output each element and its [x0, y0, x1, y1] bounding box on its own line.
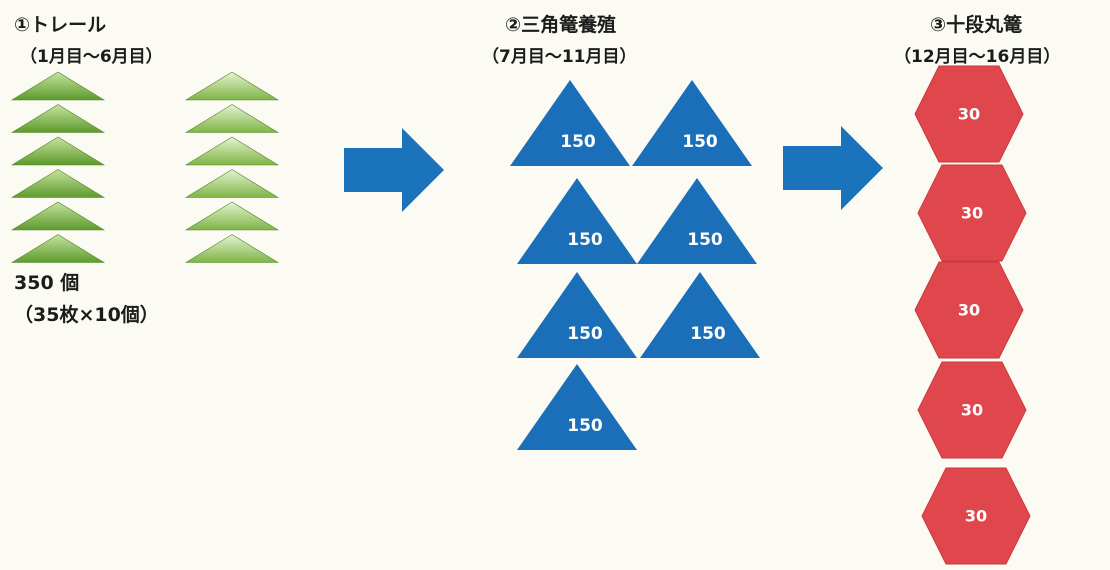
triangle-cage-label-5: 150 [567, 324, 603, 344]
flow-arrows [344, 126, 883, 212]
round-cage-label-1: 30 [958, 105, 980, 124]
round-cage-1 [914, 65, 1024, 163]
tray-icon-1-6 [10, 234, 106, 263]
stage1-tray-stacks [10, 71, 280, 263]
tray-icon-2-5 [184, 201, 280, 231]
round-cage-label-4: 30 [961, 401, 983, 420]
tray-icon-2-6 [184, 234, 280, 263]
triangle-cage-label-4: 150 [687, 230, 723, 250]
tray-icon-2-3 [184, 136, 280, 166]
tray-icon-1-4 [10, 169, 106, 198]
triangle-cage-2 [632, 80, 752, 166]
stage3-period: （12月目～16月目） [894, 47, 1061, 67]
triangle-cage-5 [517, 272, 637, 358]
tray-icon-2-2 [184, 104, 280, 133]
stage2-triangle-cages: 150 150 150 150 150 150 150 [510, 80, 760, 450]
tray-icon-1-1 [10, 71, 106, 101]
stage1-title: ①トレール [14, 14, 107, 36]
tray-icon-2-1 [184, 71, 280, 101]
tray-icon-1-3 [10, 136, 106, 166]
stage1-breakdown: （35枚×10個） [14, 304, 159, 326]
stage2-period: （7月目～11月目） [482, 47, 637, 67]
tray-icon-1-5 [10, 201, 106, 231]
triangle-cage-label-7: 150 [567, 416, 603, 436]
arrow-icon-2 [783, 126, 883, 210]
round-cage-2 [917, 164, 1027, 262]
stage1-count: 350 個 [14, 272, 80, 294]
stage2-title: ②三角篭養殖 [505, 14, 617, 36]
round-cage-4 [917, 361, 1027, 459]
round-cage-label-2: 30 [961, 204, 983, 223]
tray-icon-1-2 [10, 104, 106, 133]
stage3-round-cages: 30 30 30 30 30 [914, 65, 1031, 565]
triangle-cage-label-2: 150 [682, 132, 718, 152]
triangle-cage-4 [637, 178, 757, 264]
stage3-title: ③十段丸篭 [930, 14, 1023, 36]
round-cage-5 [921, 467, 1031, 565]
triangle-cage-7 [517, 364, 637, 450]
arrow-icon-1 [344, 128, 444, 212]
round-cage-label-5: 30 [965, 507, 987, 526]
tray-icon-2-4 [184, 169, 280, 198]
round-cage-label-3: 30 [958, 301, 980, 320]
triangle-cage-label-6: 150 [690, 324, 726, 344]
triangle-cage-1 [510, 80, 630, 166]
triangle-cage-3 [517, 178, 637, 264]
round-cage-3 [914, 261, 1024, 359]
triangle-cage-label-1: 150 [560, 132, 596, 152]
triangle-cage-label-3: 150 [567, 230, 603, 250]
stage1-period: （1月目～6月目） [20, 47, 163, 67]
triangle-cage-6 [640, 272, 760, 358]
